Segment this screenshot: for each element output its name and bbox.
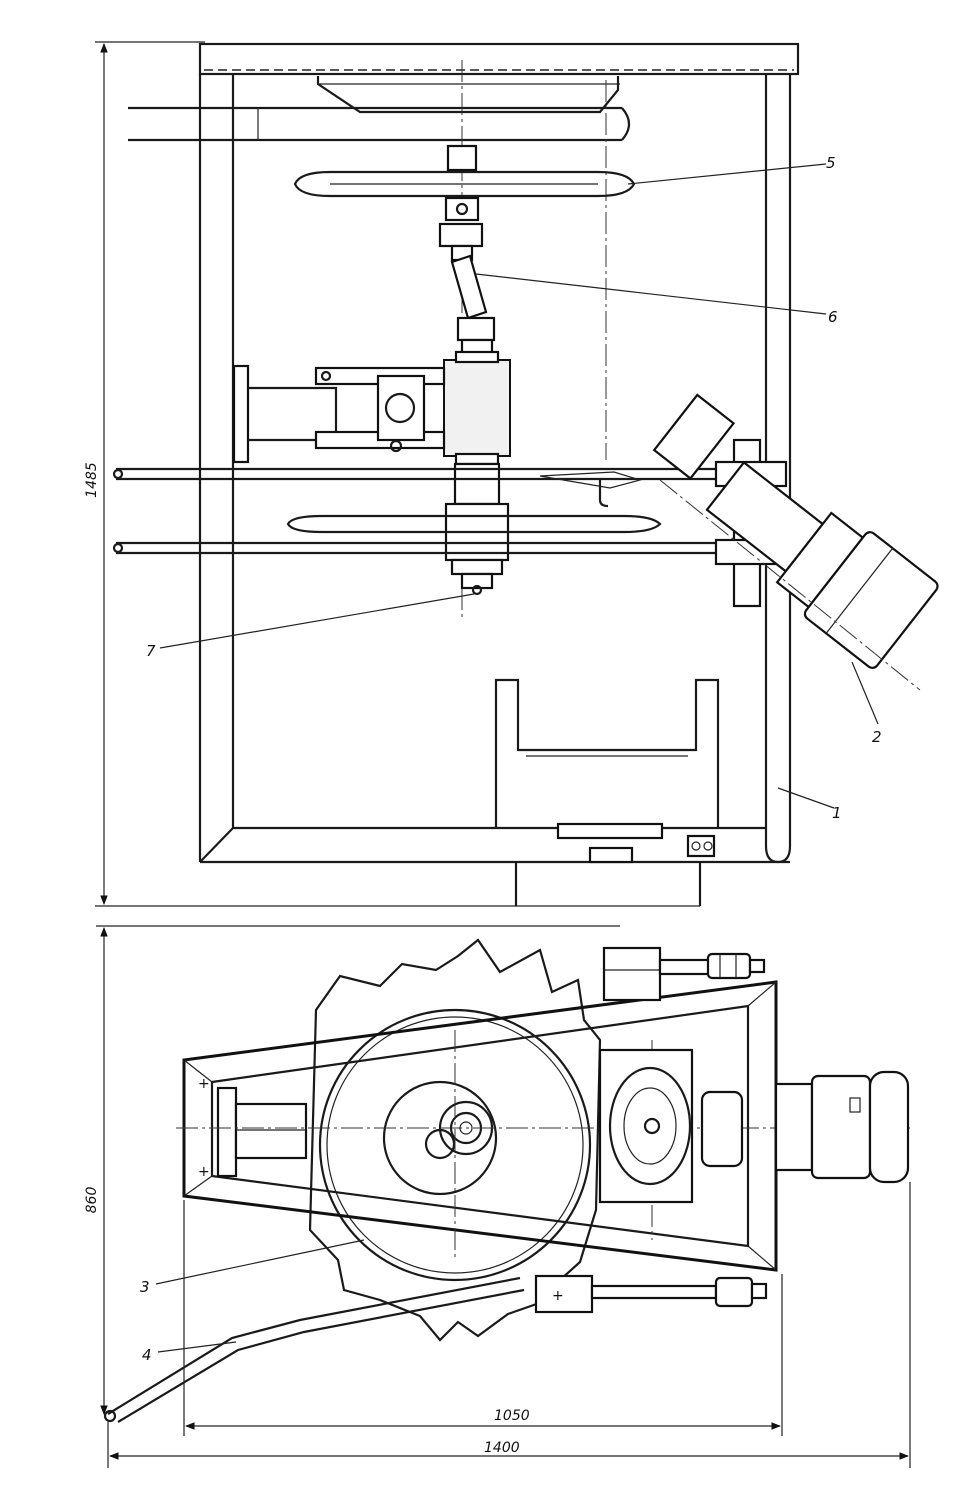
lower-tensioner: + xyxy=(534,1274,768,1314)
triangular-frame: + + xyxy=(182,980,778,1272)
svg-text:+: + xyxy=(552,1288,564,1304)
dimension-label-860: 860 xyxy=(84,1187,100,1214)
callout-7: 7 xyxy=(146,642,156,660)
dimension-label-1400: 1400 xyxy=(484,1440,520,1456)
dimension-width: 1050 xyxy=(183,1200,783,1436)
callout-6: 6 xyxy=(828,308,838,326)
callout-2: 2 xyxy=(872,728,882,746)
dimension-height: 1485 xyxy=(84,41,700,907)
upper-disk xyxy=(293,144,636,222)
cardan-shaft xyxy=(438,222,496,360)
upper-tensioner xyxy=(602,946,766,1002)
drive-pipe xyxy=(128,106,631,142)
callout-3: 3 xyxy=(140,1278,150,1296)
dimension-label-1485: 1485 xyxy=(84,462,100,498)
svg-text:+: + xyxy=(198,1164,210,1180)
bearing-housing xyxy=(443,350,511,466)
side-bracket xyxy=(232,364,446,464)
top-plate xyxy=(198,42,800,76)
frame-bottom-rail xyxy=(200,826,790,864)
motor-assembly xyxy=(652,393,939,691)
lower-disk xyxy=(286,471,662,534)
front-view: 1485 xyxy=(84,41,939,907)
horizontal-rods xyxy=(112,467,740,555)
handle xyxy=(103,1276,525,1423)
callout-1: 1 xyxy=(832,804,842,822)
callout-5: 5 xyxy=(826,154,836,172)
plan-motor xyxy=(774,1070,910,1184)
left-spindle xyxy=(216,1086,308,1178)
plan-view: 860 + + xyxy=(84,925,911,1468)
lower-shaft xyxy=(444,462,510,596)
drive-pulley xyxy=(598,1048,744,1204)
frame-right-post xyxy=(764,74,792,864)
callout-4: 4 xyxy=(142,1346,152,1364)
dimension-overall-width: 1400 xyxy=(107,1182,911,1468)
dimension-depth: 860 xyxy=(84,925,620,1415)
hopper xyxy=(316,76,620,114)
u-frame xyxy=(494,678,720,840)
dimension-label-1050: 1050 xyxy=(494,1408,530,1424)
svg-text:+: + xyxy=(198,1076,210,1092)
base-foot xyxy=(514,834,716,906)
